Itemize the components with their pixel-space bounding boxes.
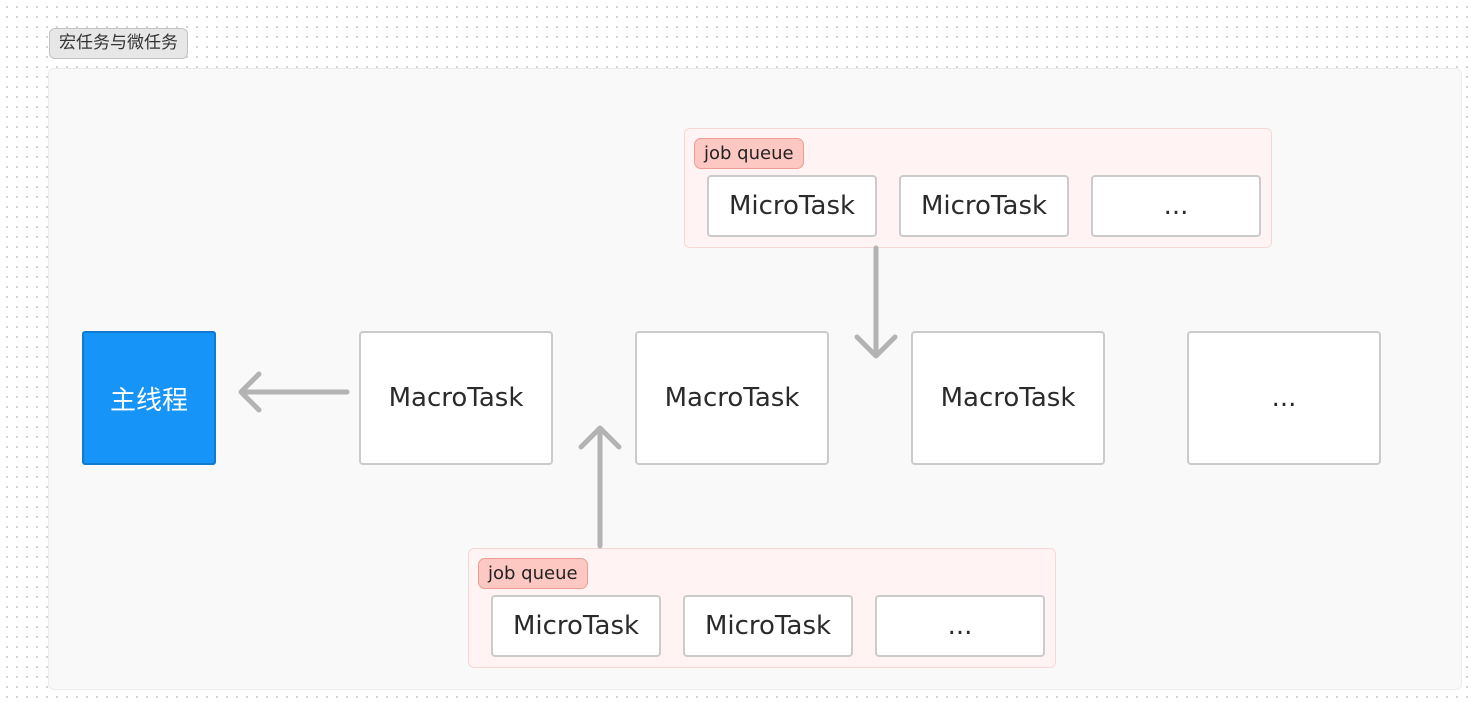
microtask-node[interactable]: MicroTask [683, 595, 853, 657]
job-queue-top[interactable]: job queue MicroTask MicroTask ... [684, 128, 1272, 248]
job-queue-bottom[interactable]: job queue MicroTask MicroTask ... [468, 548, 1056, 668]
job-queue-label: job queue [694, 138, 804, 169]
microtask-node-more[interactable]: ... [1091, 175, 1261, 237]
group-title[interactable]: 宏任务与微任务 [49, 28, 188, 59]
microtask-node-more[interactable]: ... [875, 595, 1045, 657]
main-thread-node[interactable]: 主线程 [82, 331, 216, 465]
job-queue-label: job queue [478, 558, 588, 589]
macrotask-node-3[interactable]: MacroTask [911, 331, 1105, 465]
macrotask-node-2[interactable]: MacroTask [635, 331, 829, 465]
microtask-node[interactable]: MicroTask [491, 595, 661, 657]
microtask-node[interactable]: MicroTask [899, 175, 1069, 237]
microtask-node[interactable]: MicroTask [707, 175, 877, 237]
macrotask-node-1[interactable]: MacroTask [359, 331, 553, 465]
macrotask-node-more[interactable]: ... [1187, 331, 1381, 465]
